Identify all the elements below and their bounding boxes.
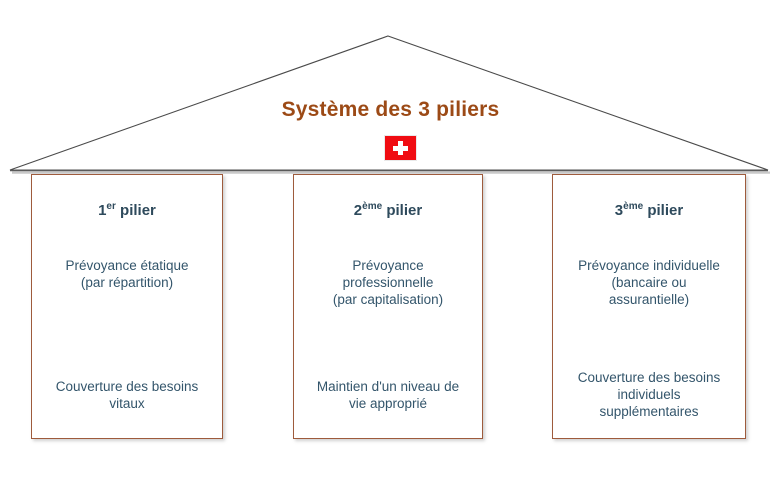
pillar-3-footer-line-1: Couverture des besoins <box>577 370 721 385</box>
pillar-2-footer-line-2: vie approprié <box>348 396 428 411</box>
pillar-3-body-line-2: (bancaire ou <box>611 275 687 290</box>
pillar-3-footer-line-2: individuels <box>617 387 681 402</box>
pillar-1-heading: 1er pilier <box>32 201 222 220</box>
pillar-3-body-line-3: assurantielle) <box>608 292 690 307</box>
pillar-2-body-line-1: Prévoyance <box>352 258 424 273</box>
swiss-flag-icon <box>385 136 416 160</box>
pillar-2-body: Prévoyance professionnelle (par capitali… <box>298 257 478 308</box>
pillar-2[interactable]: 2ème pilier Prévoyance professionnelle (… <box>293 174 483 439</box>
pillar-2-ordinal-suffix: ème <box>362 201 383 212</box>
pillar-3-heading: 3ème pilier <box>553 201 745 220</box>
pillar-2-body-line-2: professionnelle <box>342 275 434 290</box>
pillar-1-footer: Couverture des besoins vitaux <box>36 378 218 412</box>
pillar-1-ordinal-suffix: er <box>106 201 116 212</box>
pillar-3-footer-line-3: supplémentaires <box>599 404 699 419</box>
pillar-3-ordinal-suffix: ème <box>623 201 644 212</box>
pillar-1-noun: pilier <box>120 202 156 219</box>
pillar-2-footer-line-1: Maintien d'un niveau de <box>316 379 460 394</box>
pillar-3-body: Prévoyance individuelle (bancaire ou ass… <box>557 257 741 308</box>
pillar-3[interactable]: 3ème pilier Prévoyance individuelle (ban… <box>552 174 746 439</box>
pillar-2-noun: pilier <box>386 202 423 219</box>
pillar-2-body-line-3: (par capitalisation) <box>332 292 444 307</box>
pillar-1[interactable]: 1er pilier Prévoyance étatique (par répa… <box>31 174 223 439</box>
pillar-1-body: Prévoyance étatique (par répartition) <box>36 257 218 291</box>
roof-shape <box>9 35 770 174</box>
pillar-3-footer: Couverture des besoins individuels suppl… <box>557 369 741 420</box>
pillar-1-number: 1 <box>98 202 107 219</box>
pillar-2-footer: Maintien d'un niveau de vie approprié <box>298 378 478 412</box>
pillar-1-footer-line-1: Couverture des besoins <box>55 379 199 394</box>
pillar-1-body-line-1: Prévoyance étatique <box>65 258 189 273</box>
swiss-cross-horizontal <box>393 145 408 151</box>
pillar-3-body-line-1: Prévoyance individuelle <box>578 258 720 273</box>
page-title: Système des 3 piliers <box>281 98 500 121</box>
pillar-1-footer-line-2: vitaux <box>109 396 145 411</box>
pillar-2-heading: 2ème pilier <box>294 201 482 220</box>
pillar-1-body-line-2: (par répartition) <box>80 275 174 290</box>
pillar-3-number: 3 <box>614 202 624 219</box>
pillar-2-number: 2 <box>353 202 363 219</box>
pillar-3-noun: pilier <box>647 202 684 219</box>
